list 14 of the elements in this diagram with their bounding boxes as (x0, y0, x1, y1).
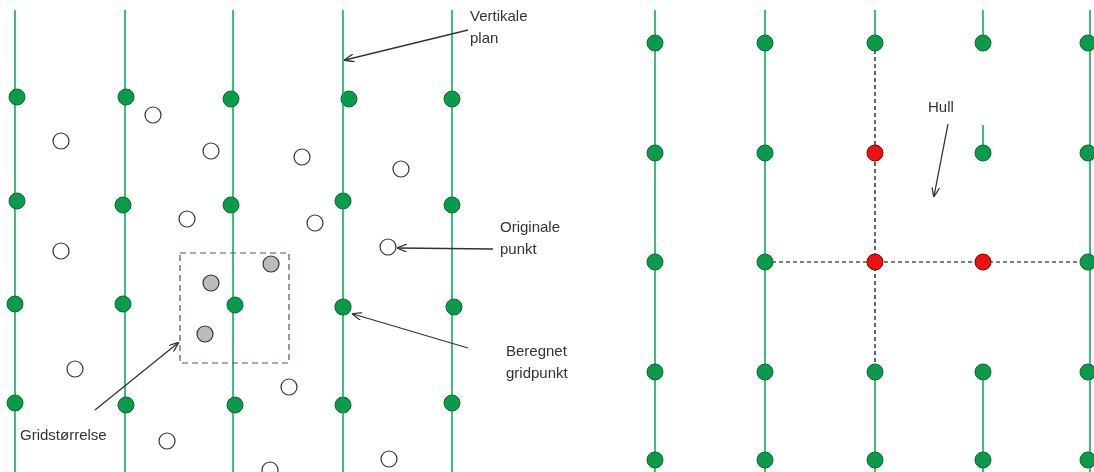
arrow (396, 243, 494, 253)
arrow (351, 312, 469, 349)
arrow (94, 341, 180, 411)
arrow (931, 123, 949, 198)
grid-size-box (179, 252, 290, 364)
vertical-plane-line (342, 9, 344, 472)
annotation-label: Hull (928, 96, 978, 118)
arrow (343, 29, 469, 63)
annotation-label: Originale punkt (500, 216, 600, 260)
annotation-label: Vertikale plan (470, 5, 560, 49)
grid-point (334, 298, 352, 316)
original-point (379, 238, 397, 256)
annotation-label: Beregnet gridpunkt (506, 340, 616, 384)
annotation-label: Gridstørrelse (20, 424, 150, 446)
